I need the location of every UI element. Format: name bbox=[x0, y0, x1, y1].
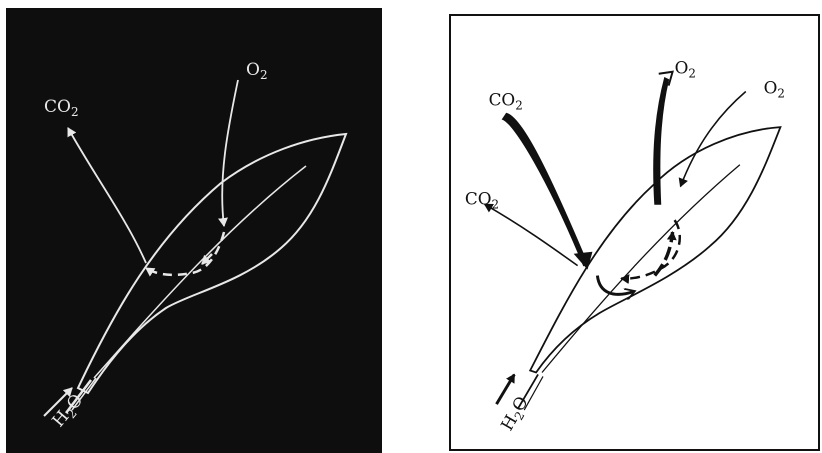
o2-label: O2 bbox=[246, 60, 268, 82]
o2-outgoing-arrow bbox=[654, 78, 669, 205]
light-leaf-diagram: O2 O2 CO2 CO2 H2O bbox=[451, 16, 818, 449]
dark-leaf-diagram: O2 CO2 H2O bbox=[6, 8, 382, 453]
co2-left-label: CO2 bbox=[465, 188, 499, 211]
leaf-outline bbox=[78, 134, 346, 393]
o2-top-label: O2 bbox=[675, 58, 696, 81]
internal-cycle-solid bbox=[597, 276, 634, 295]
midrib bbox=[94, 166, 306, 378]
co2-incoming-arrowhead bbox=[574, 252, 593, 270]
internal-arrow-up bbox=[655, 232, 673, 276]
co2-arrow bbox=[68, 128, 146, 263]
o2-arrow bbox=[222, 80, 238, 226]
svg-text:H2O: H2O bbox=[496, 393, 534, 436]
o2-right-label: O2 bbox=[764, 78, 785, 101]
co2-top-label: CO2 bbox=[489, 89, 523, 112]
dark-leaf-panel: O2 CO2 H2O bbox=[6, 8, 382, 453]
light-leaf-panel: O2 O2 CO2 CO2 H2O bbox=[449, 14, 820, 451]
co2-label: CO2 bbox=[44, 97, 79, 119]
h2o-label: H2O bbox=[496, 393, 534, 436]
internal-cycle-dashed bbox=[146, 232, 224, 275]
o2-incoming-arrow bbox=[680, 92, 745, 187]
